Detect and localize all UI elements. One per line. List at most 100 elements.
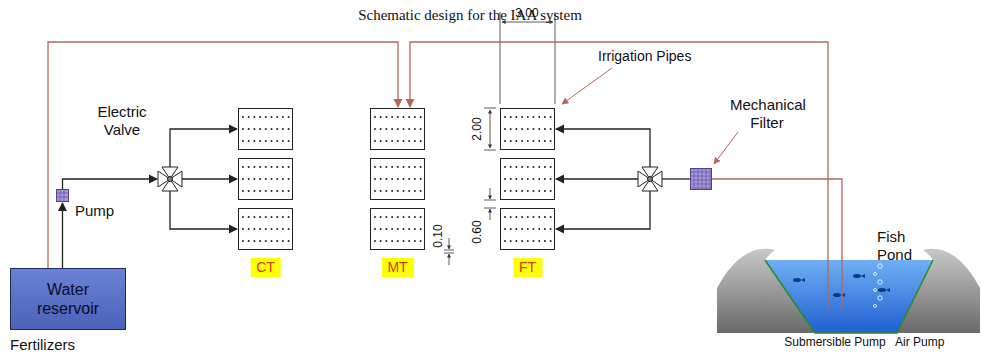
plot-bed <box>371 209 425 250</box>
emitter-dot <box>504 140 506 142</box>
emitter-dot <box>276 216 278 218</box>
emitter-dot <box>288 166 290 168</box>
emitter-dot <box>288 190 290 192</box>
input-label: Fertilizers <box>10 336 75 353</box>
grid-line <box>57 197 68 198</box>
emitter-dot <box>265 240 267 242</box>
emitter-dot <box>515 216 517 218</box>
emitter-dot <box>288 240 290 242</box>
connector <box>63 179 158 189</box>
emitter-dot <box>521 116 523 118</box>
emitter-dot <box>391 190 393 192</box>
pump-body <box>691 169 712 190</box>
water-reservoir-label: Water reservoir <box>11 280 125 318</box>
emitter-dot <box>248 190 250 192</box>
emitter-dot <box>374 116 376 118</box>
emitter-dot <box>265 116 267 118</box>
emitter-dot <box>391 178 393 180</box>
pond-liner <box>765 260 933 333</box>
fish-tail <box>886 288 890 292</box>
emitter-dot <box>282 190 284 192</box>
emitter-dot <box>538 140 540 142</box>
pond-illustration <box>717 240 980 335</box>
emitter-dot <box>253 140 255 142</box>
emitter-dot <box>521 216 523 218</box>
emitter-dot <box>515 190 517 192</box>
connector-line <box>48 42 398 268</box>
emitter-dot <box>259 140 261 142</box>
emitter-dot <box>515 128 517 130</box>
air-pump-label: Air Pump <box>895 335 944 349</box>
emitter-dot <box>408 190 410 192</box>
emitter-dot <box>391 216 393 218</box>
emitter-dot <box>533 190 535 192</box>
emitter-dot <box>403 228 405 230</box>
emitter-dot <box>408 178 410 180</box>
emitter-dot <box>538 228 540 230</box>
emitter-dot <box>259 216 261 218</box>
plot-group: FT <box>500 108 555 250</box>
emitter-dot <box>391 140 393 142</box>
emitter-dot <box>397 240 399 242</box>
emitter-dot <box>510 140 512 142</box>
emitter-dot <box>414 166 416 168</box>
emitter-dot <box>253 178 255 180</box>
emitter-dot <box>533 166 535 168</box>
emitter-dot <box>248 228 250 230</box>
emitter-dot <box>385 216 387 218</box>
emitter-dot <box>521 240 523 242</box>
emitter-dot <box>380 240 382 242</box>
mechanical-filter: Mechanical Filter <box>690 168 712 190</box>
right-electric-valve <box>638 167 662 191</box>
emitter-dot <box>414 216 416 218</box>
emitter-dot <box>515 140 517 142</box>
air-bubble <box>874 289 877 292</box>
emitter-dot <box>408 166 410 168</box>
electric-valve: Electric Valve <box>158 167 182 191</box>
emitter-dot <box>282 116 284 118</box>
emitter-dot <box>515 178 517 180</box>
emitter-dot <box>265 228 267 230</box>
pump-body <box>57 190 69 202</box>
emitter-dot <box>242 128 244 130</box>
emitter-dot <box>374 140 376 142</box>
emitter-dot <box>408 240 410 242</box>
emitter-dot <box>265 216 267 218</box>
emitter-dot <box>380 140 382 142</box>
emitter-dot <box>397 166 399 168</box>
emitter-dot <box>414 190 416 192</box>
emitter-dot <box>403 190 405 192</box>
emitter-dot <box>380 190 382 192</box>
emitter-dot <box>533 128 535 130</box>
emitter-dot <box>420 216 422 218</box>
dimension-label: 0.60 <box>470 220 484 243</box>
emitter-dot <box>391 116 393 118</box>
connector-line <box>556 178 638 179</box>
emitter-dot <box>242 140 244 142</box>
irrigation-plots <box>370 108 425 250</box>
dimension-lines <box>444 250 454 251</box>
plot-bed <box>239 159 293 200</box>
emitter-dot <box>420 116 422 118</box>
emitter-dot <box>397 140 399 142</box>
emitter-dot <box>380 128 382 130</box>
emitter-dot <box>550 166 552 168</box>
emitter-dot <box>408 140 410 142</box>
emitter-dot <box>253 240 255 242</box>
emitter-dot <box>380 228 382 230</box>
plot-bed <box>239 109 293 150</box>
air-bubble <box>878 264 882 268</box>
emitter-dot <box>271 190 273 192</box>
emitter-dot <box>276 128 278 130</box>
emitter-dot <box>550 228 552 230</box>
dimension-label: 2.00 <box>470 117 484 140</box>
connector <box>170 129 237 229</box>
fish-tail <box>861 274 865 278</box>
emitter-dot <box>253 128 255 130</box>
emitter-dot <box>380 116 382 118</box>
emitter-dot <box>538 240 540 242</box>
plot-group-label: MT <box>381 258 413 277</box>
emitter-dot <box>288 140 290 142</box>
emitter-dot <box>544 216 546 218</box>
